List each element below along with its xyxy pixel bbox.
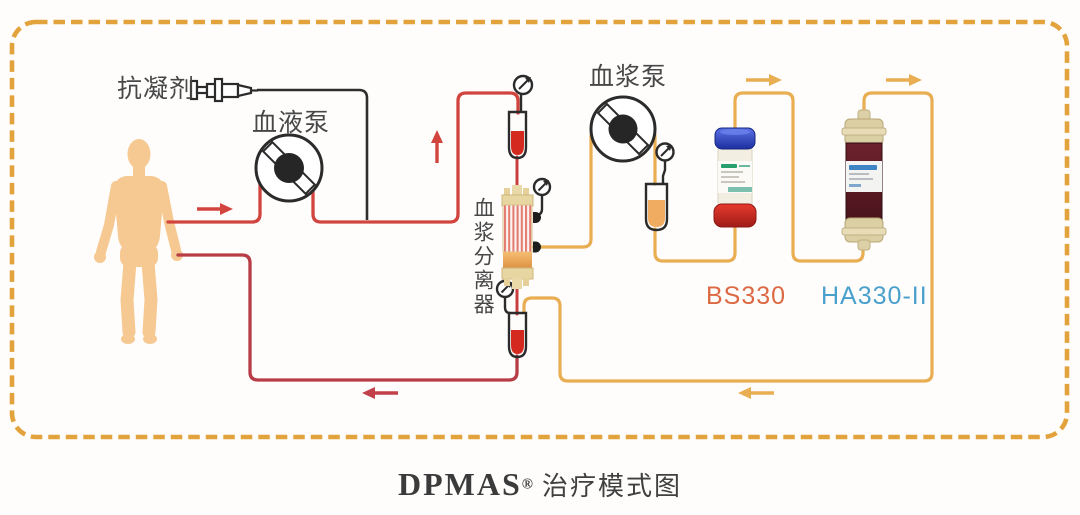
bs330-red-base	[713, 203, 757, 228]
syringe-icon	[189, 77, 258, 103]
pressure-gauges	[495, 74, 675, 299]
arrow-right-plasma-2	[886, 74, 922, 86]
separator-fiber-bundle	[502, 204, 533, 253]
arterial-drip-chamber	[507, 110, 528, 160]
plasma-line-chamber-to-bs330	[653, 225, 737, 263]
plasma-drip-chamber	[644, 182, 669, 232]
ha330-label: HA330-II	[821, 282, 928, 310]
diagram-title: DPMAS® 治疗模式图	[0, 466, 1080, 503]
anticoagulant-line	[257, 88, 369, 220]
ha330-cartridge	[841, 109, 887, 251]
title-brand: DPMAS	[398, 466, 522, 502]
separator-plasma-port	[533, 241, 541, 253]
venous-drip-chamber	[507, 311, 528, 359]
blood-tubing	[166, 91, 520, 382]
plasma-line-bs330-to-ha330	[733, 91, 865, 263]
blood-draw-line	[166, 91, 520, 224]
arterial-pressure-gauge-icon	[512, 74, 534, 96]
arrow-left-blood-return	[362, 387, 398, 399]
dashed-border	[9, 19, 1070, 440]
blood-pump-icon	[254, 133, 324, 203]
arrow-right-plasma-1	[746, 74, 782, 86]
flow-arrows	[197, 74, 922, 399]
plasma-pressure-gauge-icon	[655, 142, 675, 162]
plasma-pump-icon	[589, 95, 657, 163]
plasma-return-line	[522, 91, 934, 383]
plasma-separator-label: 血浆分离器	[471, 197, 495, 317]
arrow-left-plasma-return	[738, 387, 774, 399]
bs330-cartridge	[713, 127, 757, 228]
registered-trademark-symbol: ®	[521, 476, 533, 493]
plasma-pump-label: 血浆泵	[589, 63, 668, 91]
blood-return-line	[176, 253, 519, 382]
separator-top-port	[533, 212, 541, 223]
arrow-right-blood-draw	[197, 203, 233, 215]
patient-figure	[94, 139, 183, 344]
bs330-label: BS330	[706, 282, 787, 310]
plasma-separator	[501, 185, 541, 289]
title-suffix: 治疗模式图	[541, 471, 682, 501]
arrow-up-blood	[431, 130, 443, 163]
anticoagulant-label: 抗凝剂	[117, 75, 196, 103]
blood-pump-label: 血液泵	[252, 109, 331, 137]
separator-pressure-gauge-icon	[532, 177, 552, 197]
